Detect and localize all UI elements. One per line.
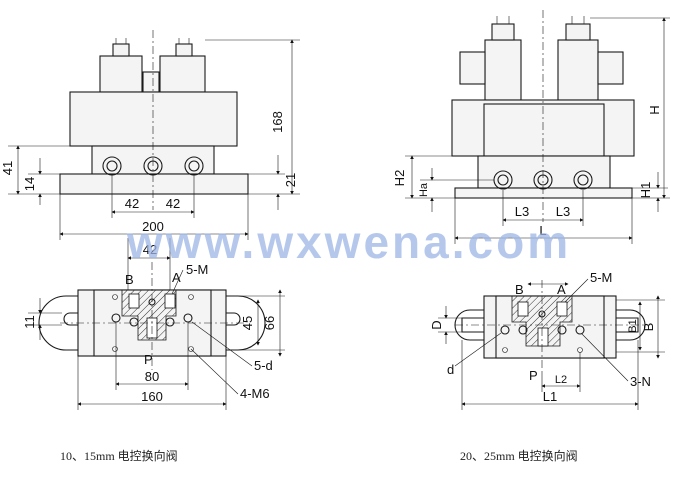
label-3n: 3-N [630,374,651,389]
dim-l2: L2 [555,374,567,386]
dim-41: 41 [0,161,15,175]
dim-200: 200 [142,219,164,234]
dim-14: 14 [22,177,37,191]
dim-l3-left: L3 [515,204,529,219]
dim-l3-right: L3 [556,204,570,219]
caption-left: 10、15mm 电控换向阀 [60,448,178,463]
dim-b1: B1 [627,319,639,332]
label-5d-left: 5-d [254,358,273,373]
left-top-view: 42 B A 5-M 11 [22,238,285,410]
port-a-left: A [172,270,181,285]
dim-h2: H2 [392,170,407,187]
port-p-left: P [144,352,153,367]
dim-42-top: 42 [143,242,157,257]
dim-66: 66 [262,316,277,330]
dim-42-right: 42 [166,196,180,211]
label-4m6: 4-M6 [240,386,270,401]
port-p-right: P [529,368,538,383]
dim-l: L [539,223,546,238]
dim-160: 160 [141,389,163,404]
dim-d-slot: D [429,320,444,329]
dim-80: 80 [145,369,159,384]
label-5m-left: 5-M [186,262,208,277]
dim-11: 11 [22,315,37,329]
caption-right: 20、25mm 电控换向阀 [460,448,578,463]
label-d-right: d [447,362,454,377]
left-front-view: 168 21 41 14 42 42 200 [0,30,300,240]
watermark: www.wxwena.com [126,216,571,268]
right-top-view: B A 5-M D B1 B d P L2 3-N L1 [429,270,665,410]
right-front-view: H H1 H2 Ha L3 L3 L [392,10,670,244]
dim-168: 168 [270,111,285,133]
dim-ha: Ha [418,182,430,197]
port-b-right: B [515,282,524,297]
dim-45: 45 [240,316,255,330]
label-5m-right: 5-M [590,270,612,285]
dim-42-left: 42 [125,196,139,211]
dim-21: 21 [283,173,298,187]
dim-h1: H1 [638,182,653,199]
port-a-right: A [557,282,566,297]
dim-l1: L1 [543,389,557,404]
port-b-left: B [125,272,134,287]
dim-h: H [647,105,662,114]
dim-b: B [641,323,656,332]
